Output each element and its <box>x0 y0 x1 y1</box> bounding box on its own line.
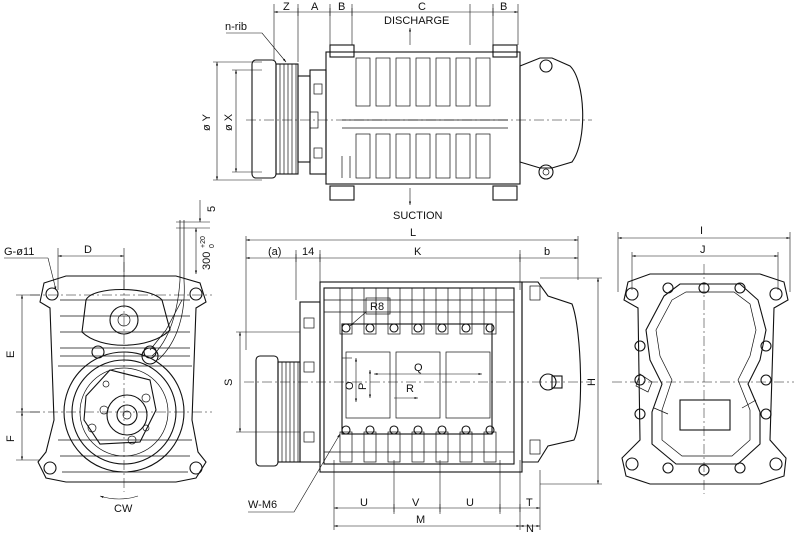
dim-c: C <box>418 1 426 13</box>
side-pulley <box>255 355 301 467</box>
dim-b-right: B <box>500 1 507 13</box>
side-view: L (a) 14 K b S H <box>223 227 602 533</box>
dim-wire-5: 5 <box>206 206 218 212</box>
dim-wire-tol-minus: 0 <box>209 244 216 248</box>
dim-b-left: B <box>338 1 345 13</box>
dim-o: O <box>344 381 356 390</box>
dim-j: J <box>700 244 706 256</box>
front-body <box>37 275 207 483</box>
dim-r8: R8 <box>370 301 384 313</box>
dim-h: H <box>586 378 598 386</box>
label-w-m6: W-M6 <box>248 499 277 511</box>
label-discharge: DISCHARGE <box>384 15 449 27</box>
dim-a: A <box>311 1 319 13</box>
dim-g: G-ø11 <box>4 246 34 258</box>
dim-s: S <box>223 379 235 386</box>
dim-v: V <box>412 497 420 509</box>
top-body <box>309 44 584 201</box>
front-wires <box>149 220 185 361</box>
dim-f: F <box>5 435 17 442</box>
side-body <box>299 281 582 473</box>
rear-body <box>621 273 789 485</box>
dim-k: K <box>414 246 422 258</box>
dim-a-paren: (a) <box>268 246 281 258</box>
top-view: Z A B C B DISCHARGE SUCTION n-rib ø Y ø … <box>201 1 592 222</box>
dim-r: R <box>406 383 414 395</box>
dim-p: P <box>357 383 369 390</box>
label-n-rib: n-rib <box>225 21 247 33</box>
rear-view: I J <box>612 225 794 494</box>
dim-z: Z <box>283 1 290 13</box>
dim-u-right: U <box>466 497 474 509</box>
dim-n: N <box>526 523 534 533</box>
dim-e: E <box>5 351 17 358</box>
dim-l: L <box>410 227 416 239</box>
dim-t: T <box>526 497 533 509</box>
dim-u-left: U <box>360 497 368 509</box>
dim-d: D <box>84 244 92 256</box>
label-suction: SUCTION <box>393 210 443 222</box>
dim-y: ø Y <box>201 113 213 131</box>
label-cw: CW <box>114 503 133 515</box>
top-pulley <box>251 59 311 179</box>
dim-14: 14 <box>302 246 314 258</box>
dim-x: ø X <box>223 113 235 131</box>
dim-q: Q <box>414 362 423 374</box>
dim-m: M <box>416 514 425 526</box>
dim-i: I <box>700 225 703 237</box>
dim-wire-300: 300 <box>201 252 213 270</box>
dim-wire-tol-plus: +20 <box>200 236 207 248</box>
dim-b-small: b <box>544 246 550 258</box>
front-view: G-ø11 D E F 5 300 +20 0 <box>4 200 218 515</box>
